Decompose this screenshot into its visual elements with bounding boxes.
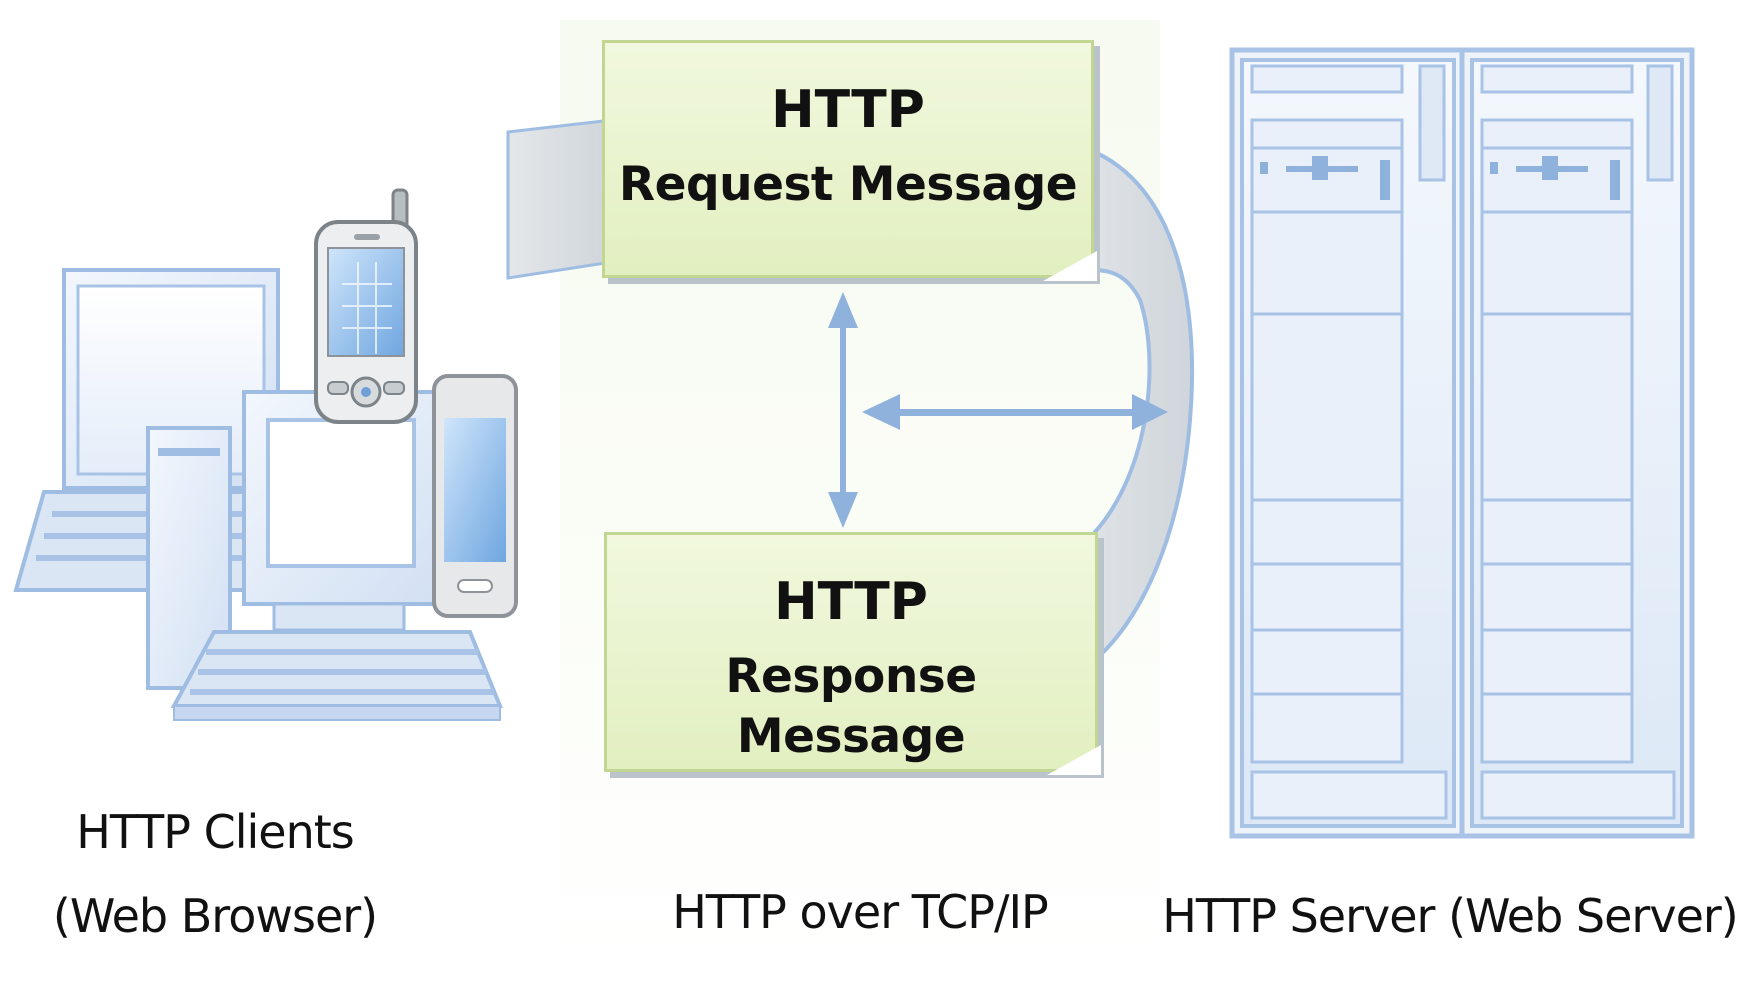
clients-caption-line1: HTTP Clients — [76, 805, 354, 859]
smartphone-icon — [432, 374, 518, 618]
double-arrow-icon — [828, 292, 1168, 528]
server-caption: HTTP Server (Web Server) — [1162, 889, 1738, 943]
request-box-fold — [1043, 251, 1097, 281]
clients-caption-line2: (Web Browser) — [52, 889, 378, 943]
server-rack-icon — [1229, 47, 1695, 839]
response-subtitle: Response Message — [725, 649, 977, 764]
request-title: HTTP — [771, 80, 925, 140]
response-title: HTTP — [774, 572, 928, 632]
response-message-box: HTTP Response Message — [604, 532, 1098, 772]
request-message-box: HTTP Request Message — [602, 40, 1094, 278]
request-subtitle: Request Message — [618, 157, 1078, 212]
response-box-fold — [1047, 745, 1101, 775]
pda-phone-icon — [314, 188, 418, 424]
transport-caption: HTTP over TCP/IP — [672, 885, 1049, 939]
desktop-computer-icon — [170, 390, 503, 721]
